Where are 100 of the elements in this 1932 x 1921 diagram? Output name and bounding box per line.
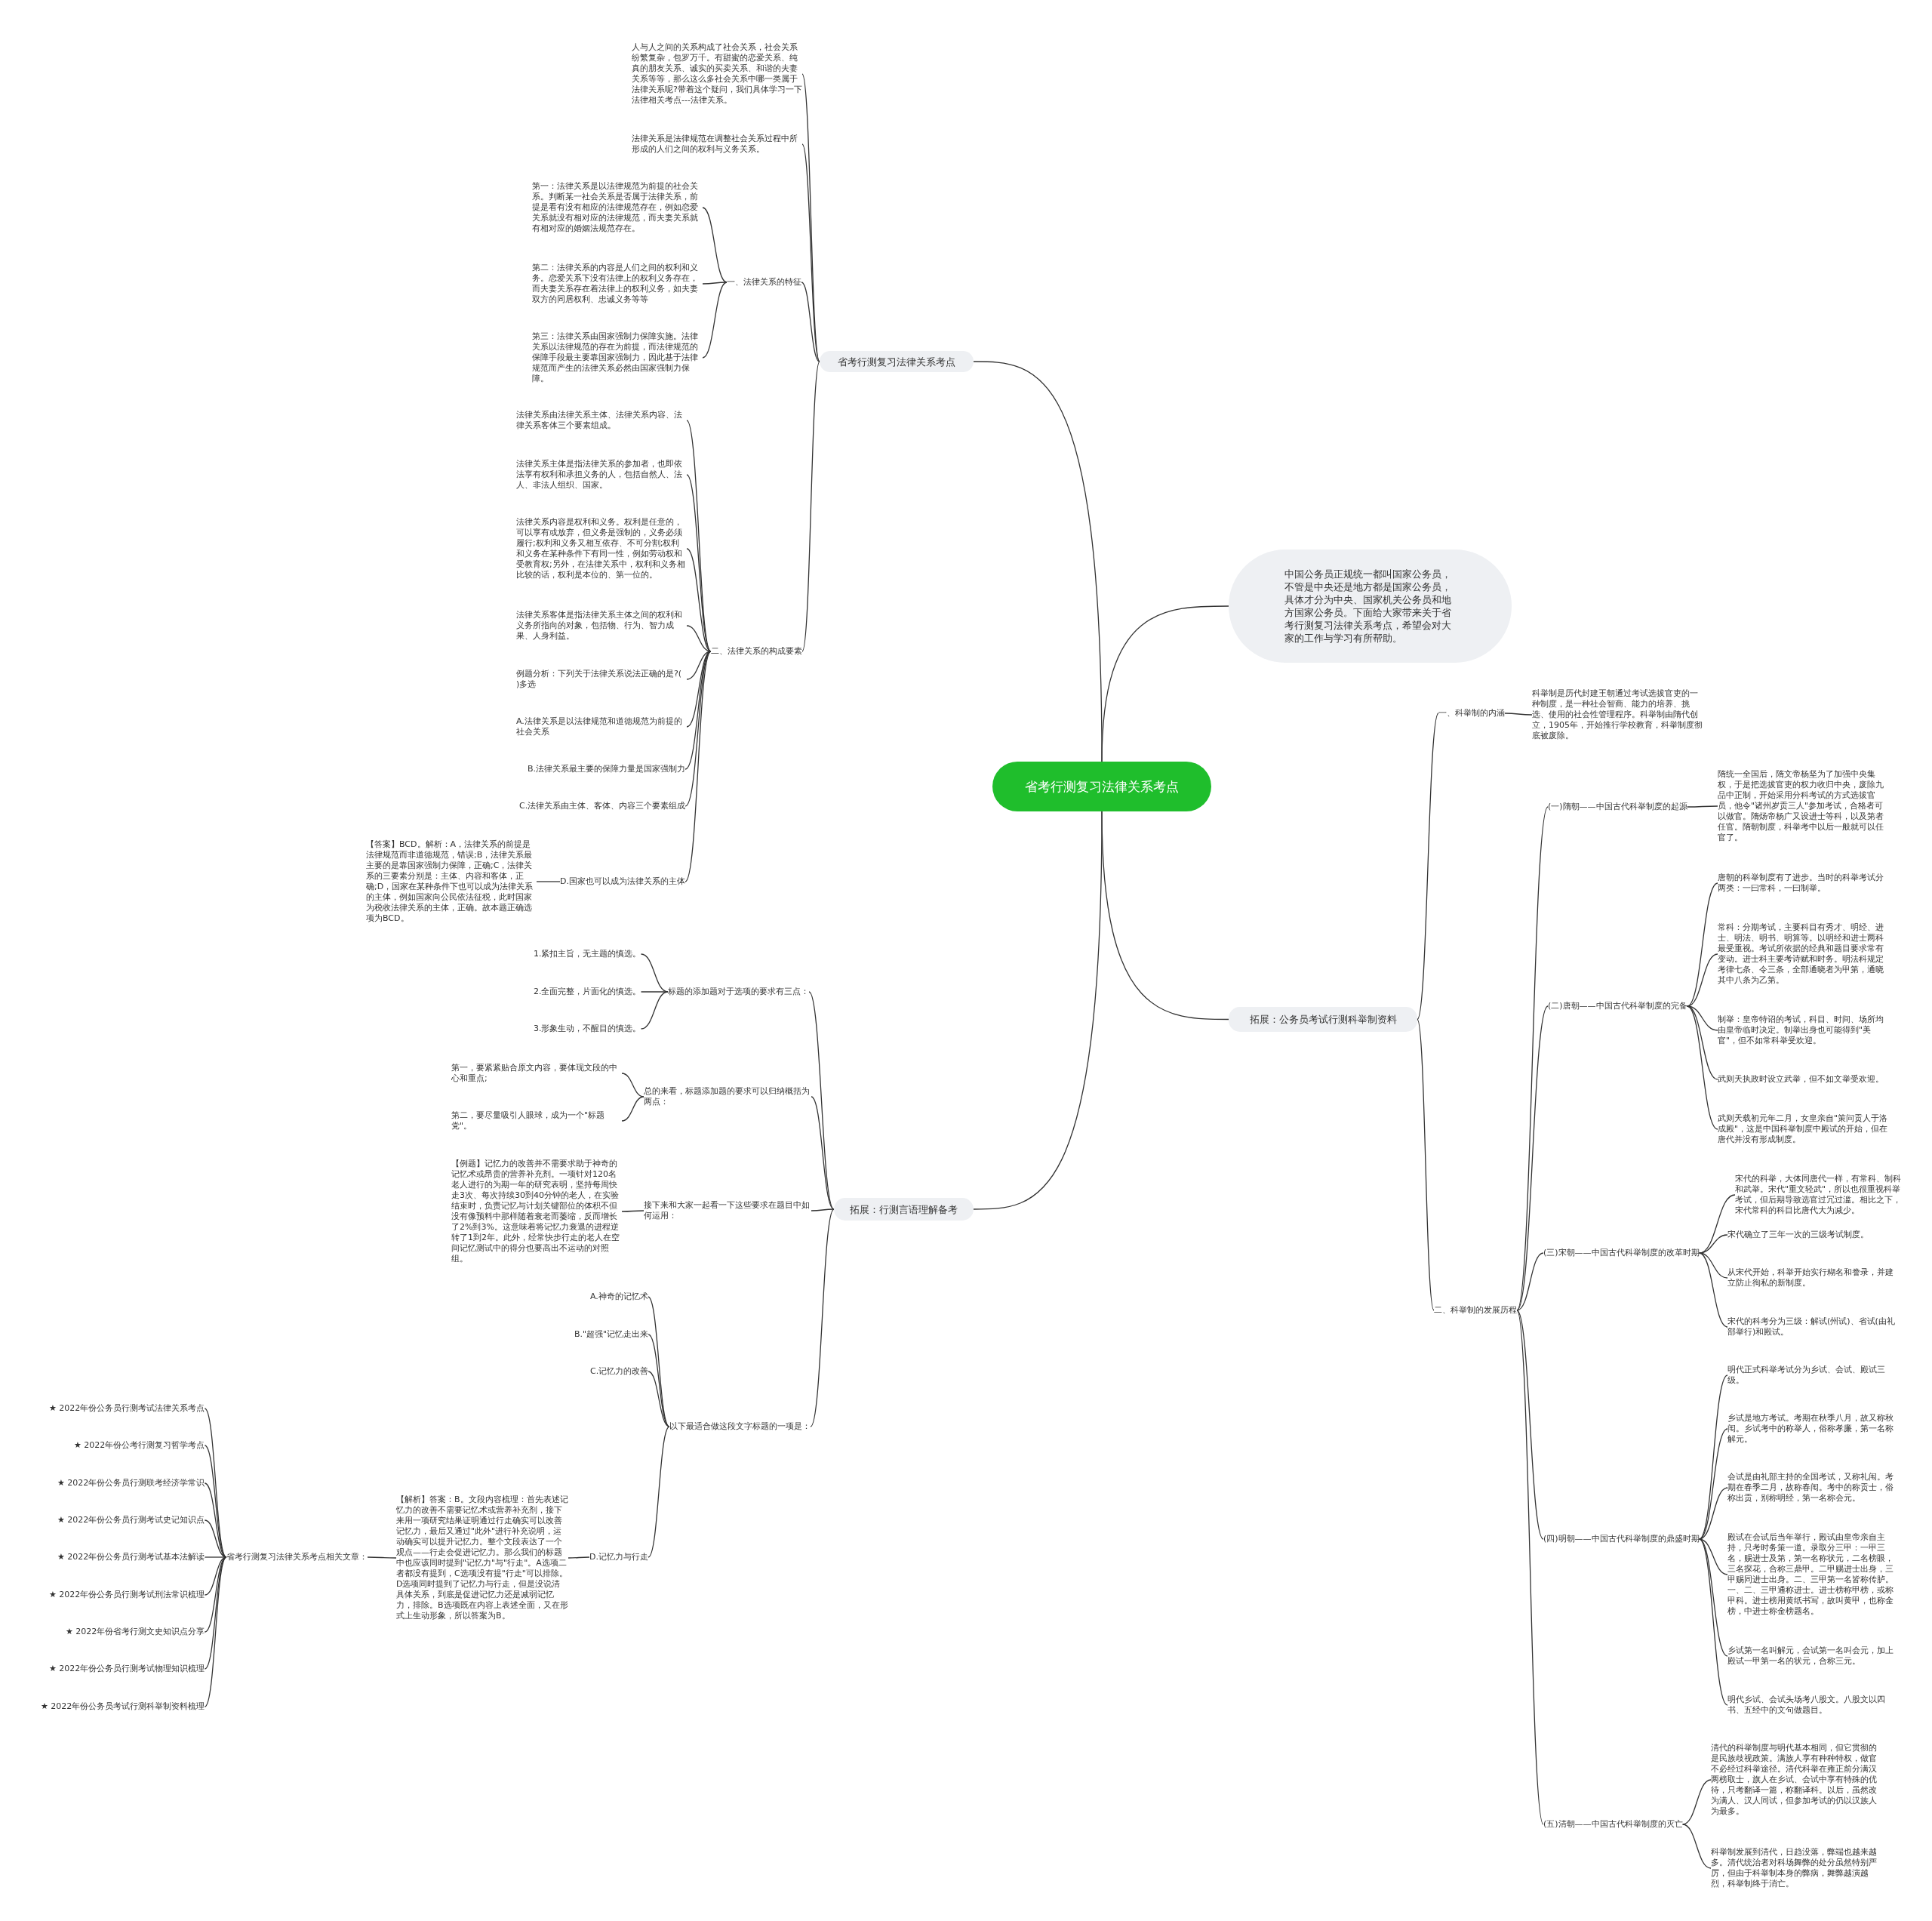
connector-line [685,651,712,882]
connector-line [1698,1487,1728,1540]
connector-line [1698,1375,1728,1540]
connector-line [1417,1018,1435,1311]
topic-text: B.法律关系最主要的保障力量是国家强制力 [528,764,686,774]
topic-text: ★ 2022年份公务员行测联考经济学常识 [57,1478,205,1488]
connector-line [1698,1252,1728,1328]
topic-box: 拓展：行测言语理解备考 [834,1198,974,1221]
topic-text: 第一，要紧紧贴合原文内容，要体现文段的中心和重点; [451,1063,622,1084]
connector-line [1516,1005,1549,1311]
connector-line [1686,1005,1718,1130]
connector-line [1101,605,1229,762]
topic-text: 第一：法律关系是以法律规范为前提的社会关系。判断某一社会关系是否属于法律关系，前提是看有没有相应的法律规范存在，例如恋爱关系就没有相对应的法律规范，而夫妻关系就有相对应的婚姻法规范存在。 [532,181,703,234]
connector-line [1417,713,1439,1021]
connector-line [702,282,728,359]
connector-line [1698,1538,1728,1706]
topic-text: 二、科举制的发展历程 [1434,1305,1517,1316]
topic-text: (四)明朝——中国古代科举制度的鼎盛时期 [1543,1534,1700,1544]
connector-line [1681,1779,1712,1825]
topic-text: 2.全面完整，片面化的慎选。 [534,987,641,997]
topic-text: 从宋代开始，科举开始实行糊名和誊录，并建立防止徇私的新制度。 [1727,1267,1900,1288]
topic-text: 3.形象生动，不醒目的慎选。 [534,1024,641,1034]
connector-line [621,1210,645,1212]
connector-line [1686,1005,1718,1080]
connector-line [1686,953,1718,1007]
topic-text: 宋代的科举，大体同唐代一样，有常科、制科和武举。宋代"重文轻武"，所以也很重视科举考试，但后期导致选官过冗过滥。相比之下，宋代常科的科目比唐代大为减少。 [1735,1174,1907,1216]
topic-text: 唐朝的科举制度有了进步。当时的科举考试分两类：一曰常科，一曰制举。 [1718,873,1890,894]
topic-text: D.国家也可以成为法律关系的主体 [560,876,685,887]
topic-text: 宋代确立了三年一次的三级考试制度。 [1727,1230,1900,1240]
topic-text: 科举制发展到清代，日趋没落，弊端也越来越多。清代统治者对科场舞弊的处分虽然特别严厉，但由于科举制本身的弊病，舞弊越演越烈，科举制终于消亡。 [1711,1847,1883,1889]
connector-line [1698,1234,1728,1254]
topic-text: (三)宋朝——中国古代科举制度的改革时期 [1543,1248,1700,1258]
connector-line [640,991,669,993]
topic-text: A.神奇的记忆术 [590,1291,648,1302]
topic-text: ★ 2022年份公务员考试行测科举制资料梳理 [41,1701,205,1712]
topic-text: 殿试在会试后当年举行，殿试由皇帝亲自主持，只考时务策一道。录取分三甲：一甲三名，赐进士及第，第一名称状元，二名榜眼，三名探花，合称三鼎甲。二甲赐进士出身，三甲赐同进士出身。二、三甲第一名皆称传胪。一、二、三甲通称进士。进士榜称甲榜，或称甲科。进士榜用黄纸书写，故叫黄甲，也称金榜，中进士称金榜题名。 [1727,1532,1900,1617]
topic-text: ★ 2022年份公考行测复习哲学考点 [74,1440,205,1451]
topic-text: 二、法律关系的构成要素 [711,646,802,657]
topic-text: ★ 2022年份省考行测文史知识点分享 [66,1627,205,1637]
connector-line [1516,1310,1544,1540]
topic-text: 1.紧扣主旨，无主题的慎选。 [534,949,641,959]
connector-line [1516,1252,1544,1311]
connector-line [811,1208,835,1211]
connector-line [1686,805,1718,808]
connector-line [686,625,712,652]
topic-text: 法律关系内容是权利和义务。权利是任意的，可以享有或放弃，但义务是强制的，义务必须履行;权利和义务又相互依存、不可分割;权利和义务在某种条件下有同一性，例如劳动权和受教育权;另外，在法律关系中，权利和义务相比较的话，权利是本位的、第一位的。 [516,517,687,580]
connector-line [686,474,712,652]
topic-text: 法律关系客体是指法律关系主体之间的权利和义务所指向的对象，包括物、行为、智力成果、人身利益。 [516,610,687,642]
connector-line [1516,1310,1544,1825]
topic-text: 明代正式科举考试分为乡试、会试、殿试三级。 [1727,1365,1900,1386]
topic-box: 拓展：公务员考试行测科举制资料 [1229,1007,1417,1032]
connector-line [204,1408,227,1558]
connector-line [702,282,728,285]
connector-line [204,1556,227,1707]
connector-line [702,207,728,283]
connector-line [204,1482,227,1558]
topic-text: (二)唐朝——中国古代科举制度的完备 [1548,1001,1687,1011]
connector-line [808,991,835,1210]
topic-text: 一、科举制的内涵 [1438,708,1505,719]
topic-text: 乡试是地方考试。考期在秋季八月，故又称秋闱。乡试考中的称举人，俗称孝廉，第一名称解元。 [1727,1413,1900,1445]
topic-text: (一)隋朝——中国古代科举制度的起源 [1548,802,1687,812]
connector-line [811,1096,835,1210]
topic-text: 第三：法律关系由国家强制力保障实施。法律关系以法律规范的存在为前提，而法律规范的保障手段最主要靠国家强制力，因此基于法律规范而产生的法律关系必然由国家强制力保障。 [532,331,703,384]
topic-text: 【答案】BCD。解析：A，法律关系的前提是法律规范而非道德规范，错误;B，法律关系最主要的是靠国家强制力保障，正确;C，法律关系的三要素分别是：主体、内容和客体，正确;D，国家在某种条件下也可以成为法律关系的主体，例如国家向公民依法征税，此时国家为税收法律关系的主体，正确。故本题正确选项为BCD。 [366,839,537,924]
topic-text: 标题的添加题对于选项的要求有三点： [668,987,809,997]
connector-line [648,1371,670,1427]
central-topic: 省考行测复习法律关系考点 [992,762,1211,811]
topic-text: 人与人之间的关系构成了社会关系，社会关系纷繁复杂，包罗万千。有甜蜜的恋爱关系、纯真的朋友关系、诚实的买卖关系、和谐的夫妻关系等等，那么这么多社会关系中哪一类属于法律关系呢?带着这个疑问，我们具体学习一下法律相关考点---法律关系。 [632,42,802,106]
topic-text: 乡试第一名叫解元，会试第一名叫会元，加上殿试一甲第一名的状元，合称三元。 [1727,1645,1900,1667]
topic-text: 【例题】记忆力的改善并不需要求助于神奇的记忆术或昂贵的营养补充剂。一项针对120名老人进行的为期一年的研究表明，坚持每周快走3次、每次持续30到40分钟的老人，在实验结束时，负责记忆与计划关键部位的体积不但没有像预料中那样随着衰老而萎缩，反而增长了2%到3%。这意味着将记忆力衰退的进程逆转了1到2年。此外，经常快步行走的老人在空间记忆测试中的得分也要高出不运动的对照组。 [451,1159,622,1264]
connector-line [648,1426,670,1558]
connector-line [204,1556,227,1633]
connector-line [568,1556,590,1559]
topic-text: A.法律关系是以法律规范和道德规范为前提的社会关系 [516,716,687,737]
topic-text: ★ 2022年份公务员行测考试史记知识点 [57,1515,205,1525]
connector-line [648,1296,670,1427]
connector-line [536,881,561,882]
topic-text: 省考行测复习法律关系考点相关文章： [226,1552,368,1562]
topic-text: 会试是由礼部主持的全国考试，又称礼闱。考期在春季二月，故称春闱。考中的称贡士，俗称出贡，别称明经，第一名称会元。 [1727,1472,1900,1504]
topic-text: ★ 2022年份公务员行测考试刑法常识梳理 [49,1590,205,1600]
topic-text: 宋代的科考分为三级：解试(州试)、省试(由礼部举行)和殿试。 [1727,1316,1900,1338]
topic-text: ★ 2022年份公务员行测考试基本法解读 [57,1552,205,1562]
topic-text: 制举：皇帝特诏的考试，科目、时间、场所均由皇帝临时决定。制举出身也可能得到"美官"，但不如常科举受欢迎。 [1718,1014,1890,1046]
topic-text: 常科：分期考试，主要科目有秀才、明经、进士、明法、明书、明算等。以明经和进士两科最受重视。考试所依据的经典和题目要求常有变动。进士科主要考诗赋和时务。明法科规定考律七条、令三条，全部通晓者为甲第，通晓其中八条为乙第。 [1718,922,1890,986]
topic-text: 武则天载初元年二月，女皇亲自"策问贡人于洛成殿"，这是中国科举制度中殿试的开始，但在唐代并没有形成制度。 [1718,1113,1890,1145]
topic-text: 明代乡试、会试头场考八股文。八股文以四书、五经中的文句做题目。 [1727,1695,1900,1716]
connector-line [801,282,820,362]
topic-text: 第二，要尽量吸引人眼球，成为一个"标题党"。 [451,1110,622,1131]
topic-text: ★ 2022年份公务员行测考试法律关系考点 [49,1403,205,1414]
topic-text: 法律关系主体是指法律关系的参加者，也即依法享有权利和承担义务的人，包括自然人、法人、非法人组织、国家。 [516,459,687,491]
topic-text: D.记忆力与行走 [589,1552,648,1562]
connector-line [621,1073,645,1097]
topic-text: 第二：法律关系的内容是人们之间的权利和义务。恋爱关系下没有法律上的权利义务存在，而夫妻关系存在着法律上的权利义务，如夫妻双方的同居权利、忠诚义务等等 [532,263,703,305]
topic-text: 总的来看，标题添加题的要求可以归纳概括为两点： [644,1086,811,1107]
topic-text: 法律关系由法律关系主体、法律关系内容、法律关系客体三个要素组成。 [516,410,687,431]
connector-line [1101,811,1229,1021]
connector-line [1504,713,1533,716]
topic-text: 武则天执政时设立武举，但不如文举受欢迎。 [1718,1074,1890,1085]
connector-line [204,1445,227,1558]
topic-text: 清代的科举制度与明代基本相同，但它贯彻的是民族歧视政策。满族人享有种种特权，做官不必经过科举途径。清代科举在雍正前分满汉两榜取士，旗人在乡试、会试中享有特殊的优待，只考翻译一篇，称翻译科。以后，虽然改为满人、汉人同试，但参加考试的仍以汉族人为最多。 [1711,1743,1883,1817]
